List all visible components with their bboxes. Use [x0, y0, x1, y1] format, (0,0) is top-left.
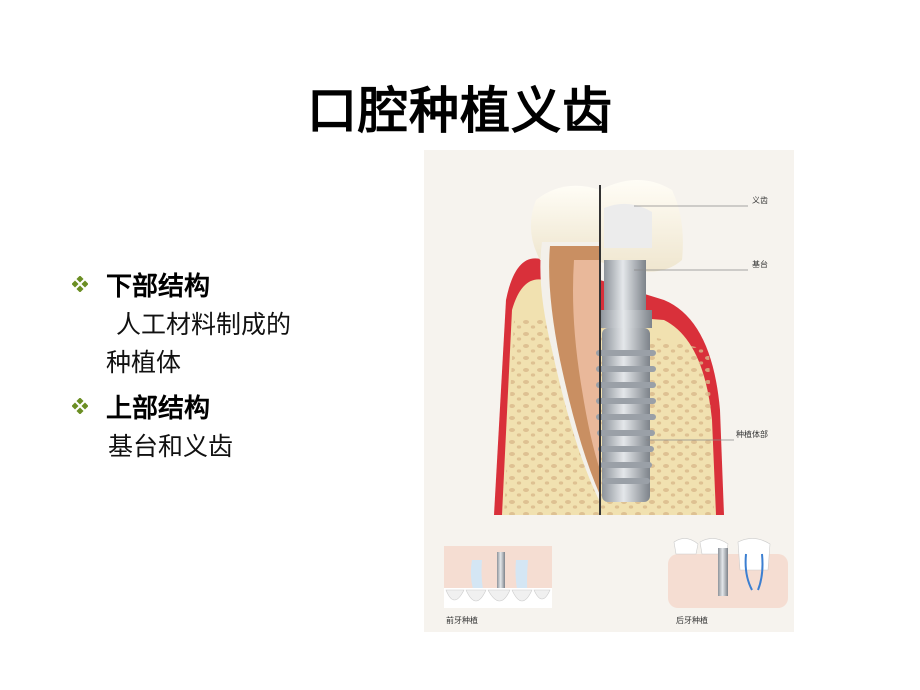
- front-tooth-thumbnail: [444, 546, 552, 608]
- bullet-item-lower-structure: 下部结构 人工材料制成的 种植体: [72, 262, 372, 382]
- bullet-label: 上部结构: [106, 393, 211, 424]
- bullet-text: 基台和义齿: [106, 428, 372, 466]
- main-cross-section: [494, 180, 748, 515]
- bullet-text: 人工材料制成的 种植体: [106, 306, 372, 382]
- bullet-list: 下部结构 人工材料制成的 种植体 上部结构 基台和义齿: [72, 262, 372, 466]
- dental-implant-illustration: 义齿 基台 种植体部 前牙种植 后牙种植: [424, 150, 794, 632]
- bullet-item-upper-structure: 上部结构 基台和义齿: [72, 384, 372, 466]
- label-implant-body: 种植体部: [736, 429, 768, 439]
- label-back-tooth: 后牙种植: [676, 615, 708, 625]
- back-tooth-thumbnail: [668, 538, 788, 608]
- label-abutment: 基台: [752, 259, 768, 269]
- label-denture: 义齿: [752, 196, 768, 205]
- diamond-bullet-icon: [72, 398, 88, 414]
- diamond-bullet-icon: [72, 276, 88, 292]
- bullet-line: 人工材料制成的: [116, 310, 292, 339]
- bullet-line: 基台和义齿: [108, 432, 234, 461]
- label-front-tooth: 前牙种植: [446, 615, 478, 625]
- bullet-line: 种植体: [106, 348, 182, 377]
- slide-title: 口腔种植义齿: [307, 82, 613, 140]
- bullet-label: 下部结构: [106, 271, 211, 302]
- implant-threads: [596, 328, 656, 502]
